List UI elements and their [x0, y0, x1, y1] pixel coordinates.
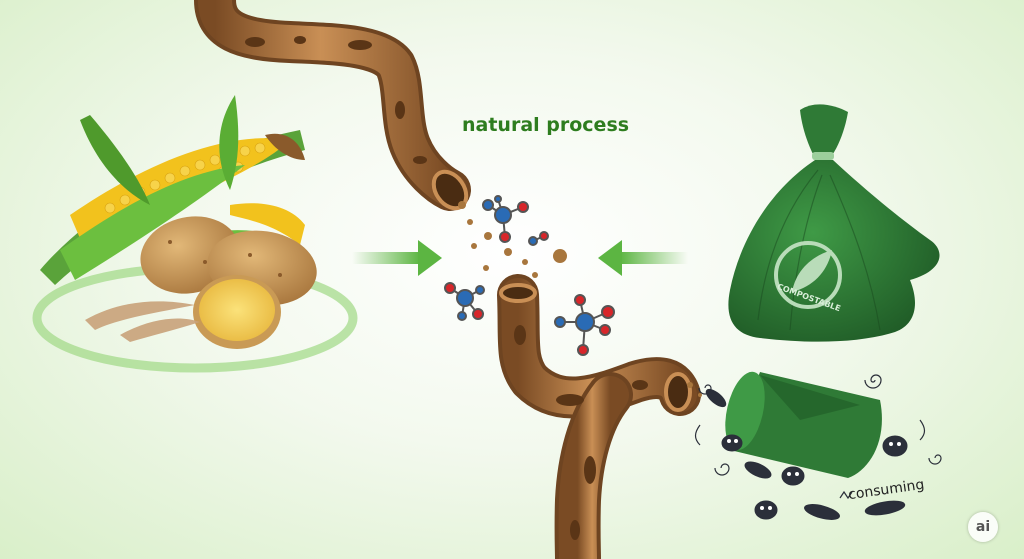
ai-watermark-badge: ai: [968, 512, 998, 542]
molecule-icon: [482, 195, 549, 246]
microbe-icon: [694, 374, 942, 520]
corn-icon: [40, 95, 310, 285]
arrow-right-icon: [352, 240, 442, 276]
molecule-icon: [554, 294, 615, 356]
peel-icon: [85, 301, 200, 342]
leaf-icon: [792, 250, 832, 292]
debris-particles: [458, 201, 702, 397]
arrow-left-icon: [598, 240, 688, 276]
caption-title: natural process: [462, 114, 630, 136]
pipe-icon: [194, 0, 701, 559]
potato-icon: [140, 216, 317, 349]
molecule-icon: [444, 282, 485, 321]
compostable-bag-icon: COMPOSTABLE: [728, 104, 940, 342]
compostable-seal: [774, 241, 842, 309]
rolled-film-icon: [725, 371, 882, 478]
plant-material-group: [32, 95, 358, 373]
